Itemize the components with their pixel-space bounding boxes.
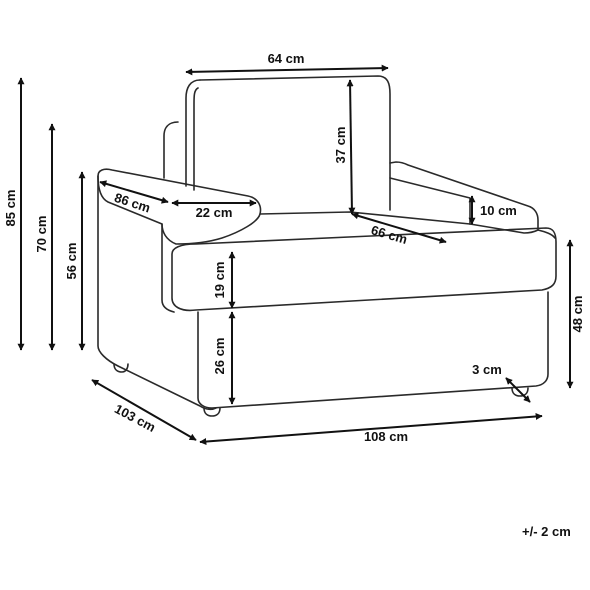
label-tolerance: +/- 2 cm — [522, 524, 571, 539]
label-back-width: 64 cm — [268, 51, 305, 66]
backrest — [199, 75, 391, 211]
left-armrest — [97, 168, 262, 245]
label-foot-height: 3 cm — [472, 362, 502, 377]
dim-line-3cm — [505, 377, 531, 403]
label-armrest-thickness: 10 cm — [480, 203, 517, 218]
label-back-top-height: 70 cm — [34, 216, 49, 253]
left-armrest-front-2 — [161, 223, 175, 313]
dimension-lines — [17, 64, 574, 446]
right-armrest-side — [537, 229, 556, 239]
dim-line-37cm — [346, 79, 356, 215]
label-side-height: 48 cm — [570, 296, 585, 333]
label-depth: 103 cm — [112, 401, 158, 435]
rear-left-foot — [113, 363, 129, 373]
dimension-labels: 85 cm 70 cm 56 cm 64 cm 37 cm 86 cm 22 c… — [3, 51, 585, 539]
label-cushion-height: 19 cm — [212, 262, 227, 299]
dim-line-108cm — [199, 412, 543, 446]
label-seat-depth: 66 cm — [369, 222, 409, 247]
armchair-outline — [97, 75, 557, 417]
label-width: 108 cm — [364, 429, 408, 444]
dim-line-103cm — [91, 379, 197, 441]
label-armrest-height: 56 cm — [64, 243, 79, 280]
dim-line-64cm — [185, 64, 389, 76]
label-back-height: 37 cm — [333, 127, 348, 164]
label-base-height: 26 cm — [212, 338, 227, 375]
base-front — [197, 291, 549, 409]
backrest-inner-edge — [193, 87, 199, 191]
right-armrest — [389, 161, 539, 234]
dim-line-66cm — [351, 212, 447, 244]
label-total-height: 85 cm — [3, 190, 18, 227]
label-armrest-width: 22 cm — [196, 205, 233, 220]
seat-cushion — [171, 227, 557, 312]
left-armrest-front — [97, 175, 217, 411]
backrest-left-edge — [185, 79, 201, 187]
dim-line-86cm — [99, 180, 169, 204]
rear-left-arm — [163, 121, 179, 179]
